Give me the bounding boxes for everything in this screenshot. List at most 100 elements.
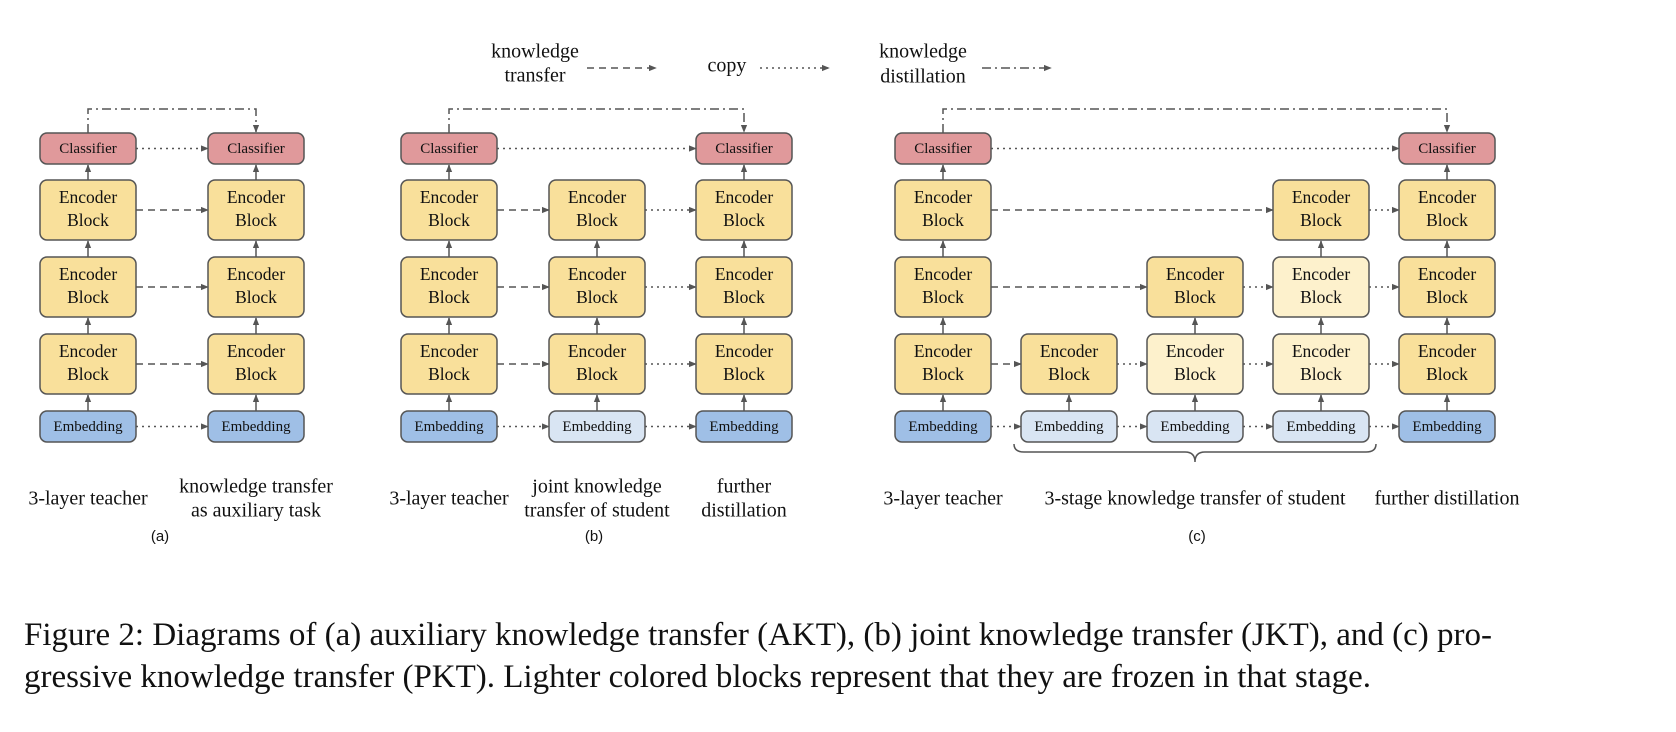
encoder-label-line1: Encoder bbox=[1292, 264, 1350, 284]
classifier-block-box bbox=[1398, 132, 1496, 165]
encoder-label-line1: Encoder bbox=[715, 187, 773, 207]
figure-caption: Figure 2: Diagrams of (a) auxiliary know… bbox=[24, 614, 1664, 698]
encoder-label-line2: Block bbox=[576, 364, 618, 384]
encoder-label-line2: Block bbox=[1174, 364, 1216, 384]
classifier-block-box bbox=[39, 132, 137, 165]
embedding-label: Embedding bbox=[709, 419, 779, 435]
encoder-block-box bbox=[39, 333, 137, 395]
classifier-label: Classifier bbox=[715, 141, 773, 157]
encoder-label-line2: Block bbox=[576, 287, 618, 307]
column-label: 3-layer teacher bbox=[28, 488, 148, 510]
embedding-block-frozen: Embedding bbox=[1272, 410, 1370, 443]
classifier-block: Classifier bbox=[39, 132, 137, 165]
encoder-block-box bbox=[207, 333, 305, 395]
encoder-block-box bbox=[1020, 333, 1118, 395]
classifier-block-box bbox=[400, 132, 498, 165]
embedding-block-box bbox=[1398, 410, 1496, 443]
encoder-label-line1: Encoder bbox=[1040, 341, 1098, 361]
classifier-block: Classifier bbox=[207, 132, 305, 165]
encoder-block-box bbox=[1146, 256, 1244, 318]
encoder-label-line1: Encoder bbox=[227, 264, 285, 284]
embedding-block: Embedding bbox=[400, 410, 498, 443]
subfigure-tag: (b) bbox=[585, 528, 603, 545]
encoder-label-line2: Block bbox=[67, 364, 109, 384]
encoder-block-box bbox=[39, 179, 137, 241]
encoder-label-line2: Block bbox=[428, 364, 470, 384]
embedding-label: Embedding bbox=[1160, 419, 1230, 435]
encoder-block-box bbox=[548, 256, 646, 318]
embedding-label: Embedding bbox=[221, 419, 291, 435]
encoder-label-line2: Block bbox=[922, 210, 964, 230]
encoder-block-box bbox=[207, 256, 305, 318]
encoder-block-box bbox=[695, 179, 793, 241]
embedding-label: Embedding bbox=[414, 419, 484, 435]
classifier-label: Classifier bbox=[914, 141, 972, 157]
embedding-block-frozen-box bbox=[1272, 410, 1370, 443]
encoder-label-line2: Block bbox=[723, 287, 765, 307]
column-label-line2: distillation bbox=[701, 500, 787, 522]
encoder-label-line2: Block bbox=[922, 287, 964, 307]
embedding-label: Embedding bbox=[908, 419, 978, 435]
embedding-block-frozen-box bbox=[1146, 410, 1244, 443]
encoder-block-box bbox=[1398, 256, 1496, 318]
embedding-block: Embedding bbox=[695, 410, 793, 443]
encoder-label-line2: Block bbox=[723, 364, 765, 384]
encoder-block-box bbox=[400, 179, 498, 241]
encoder-block-box bbox=[400, 256, 498, 318]
encoder-label-line1: Encoder bbox=[914, 264, 972, 284]
encoder-label-line1: Encoder bbox=[1166, 264, 1224, 284]
encoder-label-line1: Encoder bbox=[568, 341, 626, 361]
encoder-block-box bbox=[894, 179, 992, 241]
knowledge-distillation-arrow bbox=[87, 108, 260, 133]
encoder-block-frozen-box bbox=[1272, 256, 1370, 318]
column-label: 3-layer teacher bbox=[389, 488, 509, 510]
encoder-label-line2: Block bbox=[235, 364, 277, 384]
encoder-label-line2: Block bbox=[1426, 287, 1468, 307]
embedding-block-frozen: Embedding bbox=[548, 410, 646, 443]
legend-knowledge-distillation-label: knowledge bbox=[879, 41, 967, 63]
classifier-label: Classifier bbox=[1418, 141, 1476, 157]
encoder-label-line2: Block bbox=[1048, 364, 1090, 384]
column-label-line2: transfer of student bbox=[524, 500, 670, 522]
embedding-block-box bbox=[39, 410, 137, 443]
knowledge-distillation-arrow bbox=[448, 108, 748, 133]
encoder-label-line2: Block bbox=[1300, 287, 1342, 307]
legend-copy-label: copy bbox=[708, 55, 747, 77]
caption-line-2: gressive knowledge transfer (PKT). Light… bbox=[24, 659, 1372, 695]
encoder-label-line2: Block bbox=[67, 210, 109, 230]
embedding-label: Embedding bbox=[53, 419, 123, 435]
encoder-label-line1: Encoder bbox=[1292, 187, 1350, 207]
embedding-block-box bbox=[400, 410, 498, 443]
embedding-label: Embedding bbox=[1286, 419, 1356, 435]
classifier-block-box bbox=[695, 132, 793, 165]
encoder-label-line1: Encoder bbox=[1418, 187, 1476, 207]
encoder-block-box bbox=[39, 256, 137, 318]
embedding-block-frozen: Embedding bbox=[1146, 410, 1244, 443]
column-label: 3-stage knowledge transfer of student bbox=[1044, 488, 1345, 510]
encoder-label-line1: Encoder bbox=[420, 341, 478, 361]
embedding-block: Embedding bbox=[39, 410, 137, 443]
subfigure-tag: (c) bbox=[1188, 528, 1206, 545]
encoder-block-box bbox=[1398, 179, 1496, 241]
embedding-label: Embedding bbox=[1034, 419, 1104, 435]
encoder-label-line1: Encoder bbox=[1418, 341, 1476, 361]
embedding-block-box bbox=[894, 410, 992, 443]
embedding-label: Embedding bbox=[562, 419, 632, 435]
embedding-block: Embedding bbox=[207, 410, 305, 443]
encoder-label-line1: Encoder bbox=[420, 187, 478, 207]
encoder-block-box bbox=[695, 256, 793, 318]
